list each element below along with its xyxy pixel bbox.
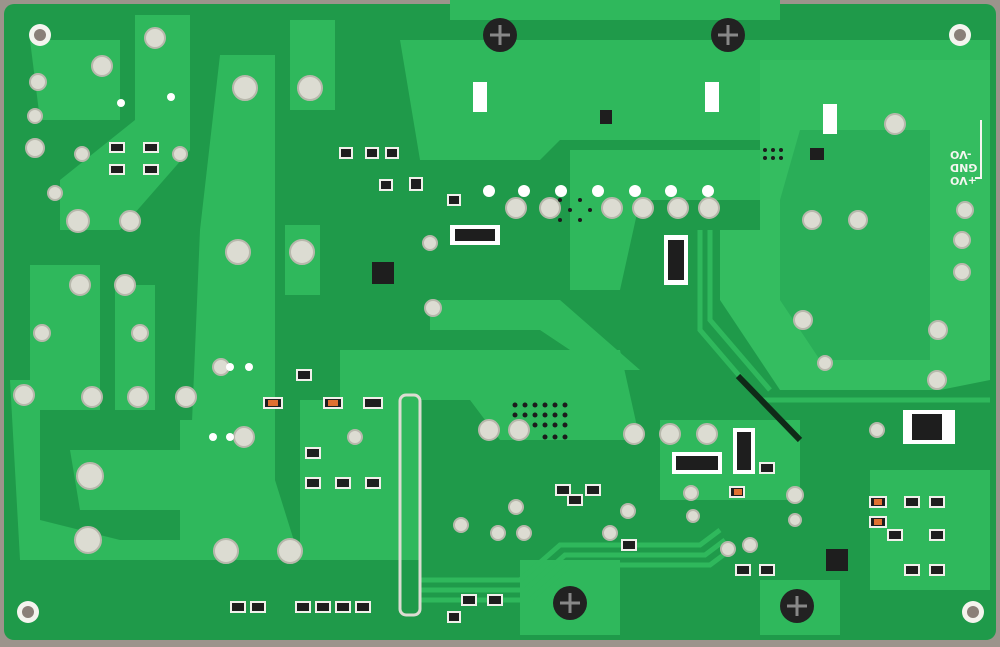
- output-terminal-labels: +VO GND -VO: [950, 148, 977, 187]
- label-positive-output: -VO: [950, 148, 972, 161]
- through-holes: [117, 93, 714, 441]
- via-array: [512, 148, 783, 440]
- smd-components: [109, 82, 955, 623]
- mounting-screws: [483, 18, 814, 623]
- label-negative-output: +VO: [950, 174, 977, 187]
- isolation-slot: [735, 373, 803, 443]
- signal-traces: [420, 230, 990, 603]
- pad-column: [398, 393, 422, 617]
- label-ground: GND: [950, 161, 978, 174]
